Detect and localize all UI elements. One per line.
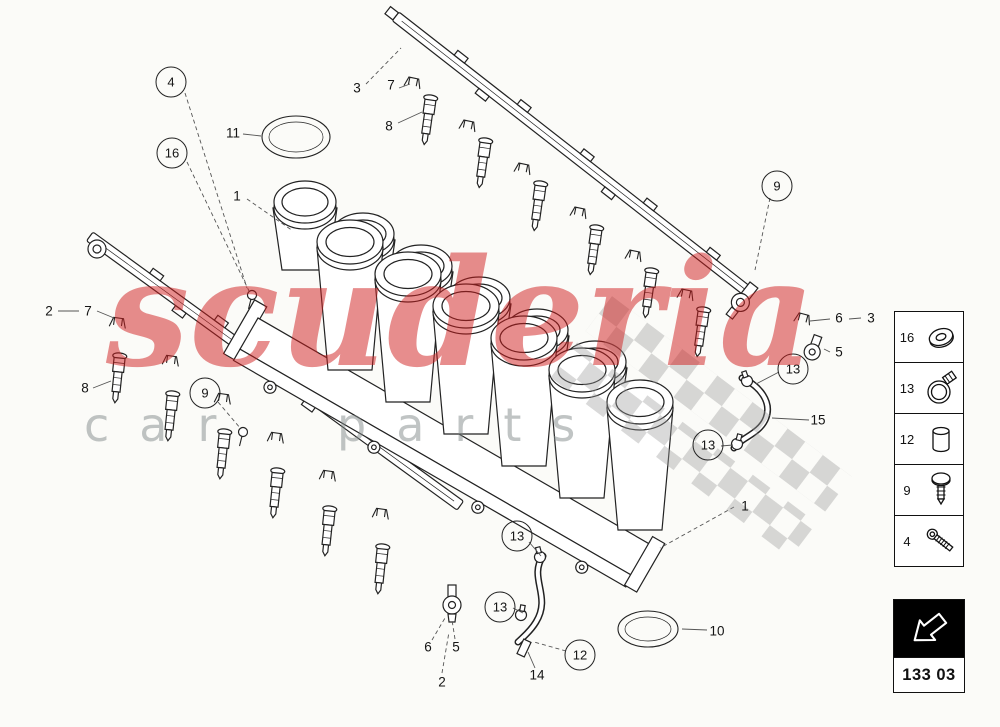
screw-icon	[919, 469, 963, 511]
legend-item[interactable]: 16	[895, 312, 963, 363]
part-callout[interactable]: 3	[353, 80, 361, 96]
legend-item[interactable]: 13	[895, 363, 963, 414]
part-callout[interactable]: 12	[564, 639, 596, 671]
part-callout[interactable]: 7	[84, 303, 92, 319]
bolt-icon	[919, 520, 963, 562]
fuel-rail-top	[384, 5, 755, 299]
part-callout[interactable]: 15	[810, 412, 826, 428]
legend-item-label: 4	[903, 533, 911, 549]
part-callout[interactable]: 5	[835, 344, 843, 360]
leader-lines	[58, 47, 862, 674]
part-callout[interactable]: 8	[81, 380, 89, 396]
back-arrow-icon	[894, 600, 964, 657]
fuel-hose-bottom	[514, 545, 548, 658]
legend-item[interactable]: 9	[895, 465, 963, 516]
hardware-legend: 16 13	[894, 311, 964, 567]
legend-item-label: 16	[899, 329, 915, 345]
washer-icon	[919, 316, 963, 358]
part-callout[interactable]: 2	[45, 303, 53, 319]
part-callout[interactable]: 13	[692, 429, 724, 461]
part-callout[interactable]: 6	[424, 639, 432, 655]
part-callout[interactable]: 9	[189, 377, 221, 409]
part-callout[interactable]: 13	[501, 520, 533, 552]
part-callout[interactable]: 14	[529, 667, 545, 683]
pressure-regulator	[725, 281, 759, 320]
page-nav-box[interactable]: 133 03	[893, 599, 965, 693]
part-callout[interactable]: 2	[438, 674, 446, 690]
part-callout[interactable]: 13	[777, 353, 809, 385]
part-callout[interactable]: 13	[484, 591, 516, 623]
part-callout[interactable]: 10	[709, 623, 725, 639]
part-callout[interactable]: 5	[452, 639, 460, 655]
part-callout[interactable]: 6	[835, 310, 843, 326]
part-callout[interactable]: 7	[387, 77, 395, 93]
bushing-icon	[919, 418, 963, 460]
part-callout[interactable]: 11	[225, 125, 241, 141]
legend-item[interactable]: 4	[895, 516, 963, 566]
part-callout[interactable]: 3	[867, 310, 875, 326]
legend-item-label: 9	[903, 482, 911, 498]
gasket-top	[261, 115, 331, 159]
hose-clamp-icon	[919, 367, 963, 409]
legend-item[interactable]: 12	[895, 414, 963, 465]
sensor-assembly-bottom	[442, 584, 462, 623]
part-callout[interactable]: 4	[155, 66, 187, 98]
part-callout[interactable]: 16	[156, 137, 188, 169]
legend-item-label: 12	[899, 431, 915, 447]
part-callout[interactable]: 9	[761, 170, 793, 202]
part-callout[interactable]: 8	[385, 118, 393, 134]
page-code: 133 03	[894, 657, 964, 692]
gasket-bottom	[617, 610, 679, 648]
legend-item-label: 13	[899, 380, 915, 396]
checker-flag-pattern	[550, 296, 852, 559]
part-callout[interactable]: 1	[233, 188, 241, 204]
part-callout[interactable]: 1	[741, 498, 749, 514]
sensor-assembly-right	[803, 333, 823, 361]
